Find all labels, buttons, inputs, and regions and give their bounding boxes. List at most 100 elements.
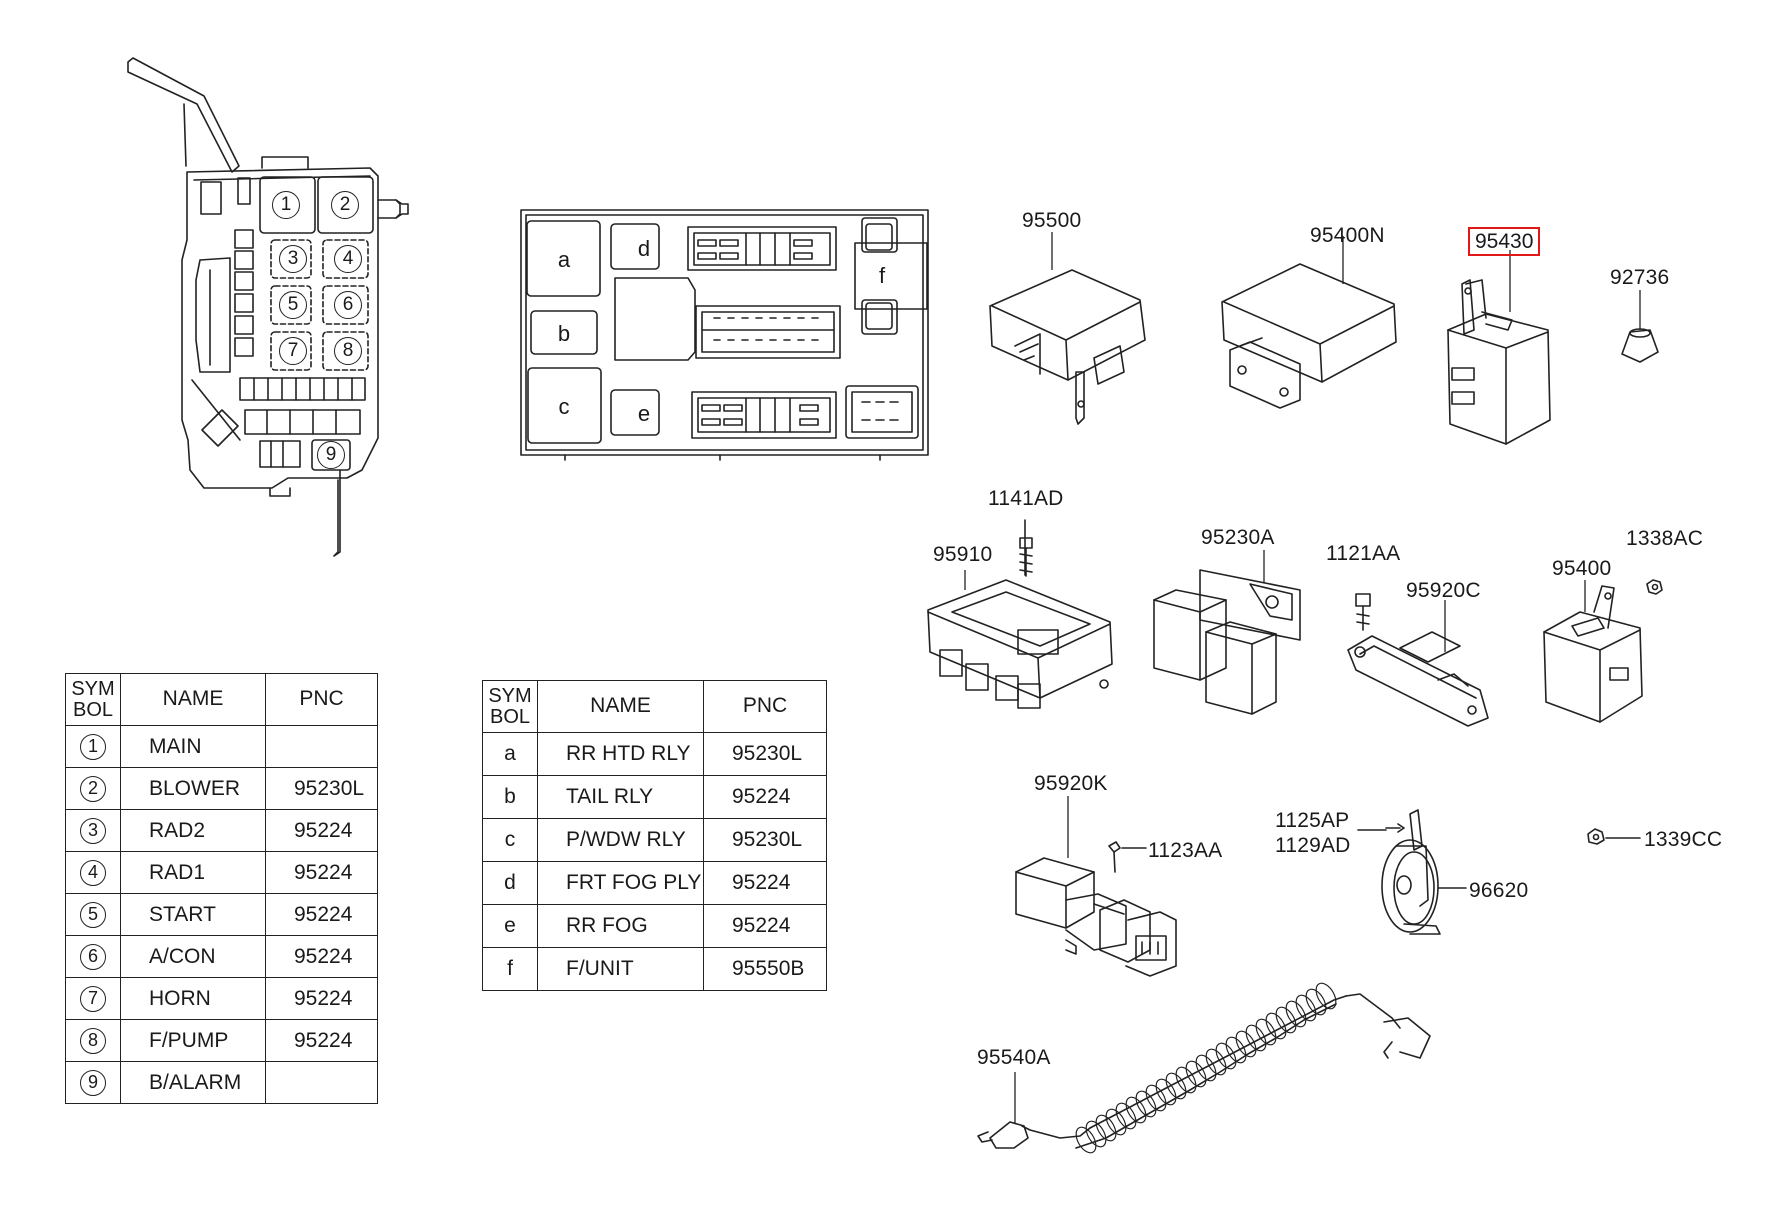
row-symbol-text: 7 — [80, 985, 106, 1012]
nut-1338ac — [1646, 579, 1663, 595]
callout-95540a: 95540A — [977, 1046, 1051, 1069]
row-symbol: d — [482, 861, 538, 905]
header-name: NAME — [537, 680, 704, 733]
row-symbol: 4 — [65, 851, 121, 894]
row-symbol-text: 9 — [80, 1069, 106, 1096]
callout-1339cc: 1339CC — [1644, 828, 1723, 851]
row-symbol-text: 4 — [80, 859, 106, 886]
leader-lines — [964, 232, 1641, 1124]
row-name: RR HTD RLY — [537, 732, 704, 776]
header-name: NAME — [120, 673, 266, 726]
row-pnc: 95230L — [265, 767, 378, 810]
header-sym: SYM BOL — [65, 673, 121, 726]
nut-1339cc — [1587, 828, 1641, 845]
junction-slot-d: d — [637, 236, 651, 261]
junction-slot-e: e — [637, 401, 651, 426]
callout-96620: 96620 — [1469, 879, 1529, 902]
row-symbol-text: 1 — [80, 733, 106, 760]
engine-room-fuse-box — [127, 57, 409, 557]
row-symbol: 5 — [65, 893, 121, 936]
screw-1121aa — [1355, 593, 1371, 631]
row-symbol: 8 — [65, 1019, 121, 1062]
junction-slot-b: b — [557, 321, 571, 346]
row-symbol-text: 8 — [80, 1027, 106, 1054]
module-95910 — [927, 519, 1113, 709]
row-symbol: f — [482, 947, 538, 991]
fuse-box-position-8: 8 — [334, 337, 362, 365]
row-name: START — [120, 893, 266, 936]
row-name: RAD2 — [120, 809, 266, 852]
row-pnc: 95224 — [265, 893, 378, 936]
row-pnc: 95224 — [703, 775, 827, 819]
row-name: HORN — [120, 977, 266, 1020]
header-pnc: PNC — [265, 673, 378, 726]
module-95400 — [1543, 585, 1643, 723]
row-pnc — [265, 1061, 378, 1104]
callout-95920k: 95920K — [1034, 772, 1108, 795]
callout-95400: 95400 — [1552, 557, 1612, 580]
row-symbol: b — [482, 775, 538, 819]
row-pnc: 95550B — [703, 947, 827, 991]
junction-slot-a: a — [557, 247, 571, 272]
junction-slot-f: f — [878, 263, 886, 288]
row-pnc — [265, 725, 378, 768]
row-name: F/PUMP — [120, 1019, 266, 1062]
row-symbol-text: f — [507, 957, 513, 980]
row-pnc: 95230L — [703, 732, 827, 776]
fuse-box-position-5: 5 — [279, 291, 307, 319]
callout-92736: 92736 — [1610, 266, 1670, 289]
row-name: RR FOG — [537, 904, 704, 948]
callout-95430-highlighted: 95430 — [1468, 227, 1541, 256]
legend-header-row: SYM BOL NAME PNC — [65, 673, 378, 726]
row-symbol-text: e — [504, 914, 516, 937]
row-symbol: 3 — [65, 809, 121, 852]
callout-1125ap: 1125AP — [1275, 809, 1350, 832]
module-95400n — [1221, 263, 1397, 409]
callout-1141ad: 1141AD — [988, 487, 1064, 510]
row-symbol: 1 — [65, 725, 121, 768]
grommet-92736 — [1621, 328, 1659, 363]
callout-95910: 95910 — [933, 543, 993, 566]
legend-header-row: SYM BOL NAME PNC — [482, 680, 827, 733]
row-symbol-text: c — [504, 828, 516, 851]
row-symbol: a — [482, 732, 538, 776]
fuse-box-position-3: 3 — [279, 245, 307, 273]
fuse-box-position-1: 1 — [272, 191, 300, 219]
row-name: B/ALARM — [120, 1061, 266, 1104]
row-symbol-text: b — [504, 785, 516, 808]
callout-1338ac: 1338AC — [1626, 527, 1704, 550]
row-symbol-text: 3 — [80, 817, 106, 844]
row-symbol-text: 6 — [80, 943, 106, 970]
callout-1121aa: 1121AA — [1326, 542, 1401, 565]
junction-slot-c: c — [558, 394, 570, 419]
row-name: RAD1 — [120, 851, 266, 894]
row-pnc: 95230L — [703, 818, 827, 862]
row-symbol-text: a — [504, 742, 516, 765]
sensor-95920c — [1347, 631, 1489, 727]
row-symbol: 9 — [65, 1061, 121, 1104]
row-symbol: 2 — [65, 767, 121, 810]
row-pnc: 95224 — [265, 1019, 378, 1062]
row-symbol-text: d — [504, 871, 516, 894]
row-pnc: 95224 — [265, 851, 378, 894]
row-pnc: 95224 — [265, 977, 378, 1020]
row-name: FRT FOG PLY — [537, 861, 704, 905]
row-name: BLOWER — [120, 767, 266, 810]
row-pnc: 95224 — [703, 904, 827, 948]
module-95500 — [989, 269, 1146, 425]
row-pnc: 95224 — [703, 861, 827, 905]
cable-coil-loops — [1075, 982, 1337, 1154]
